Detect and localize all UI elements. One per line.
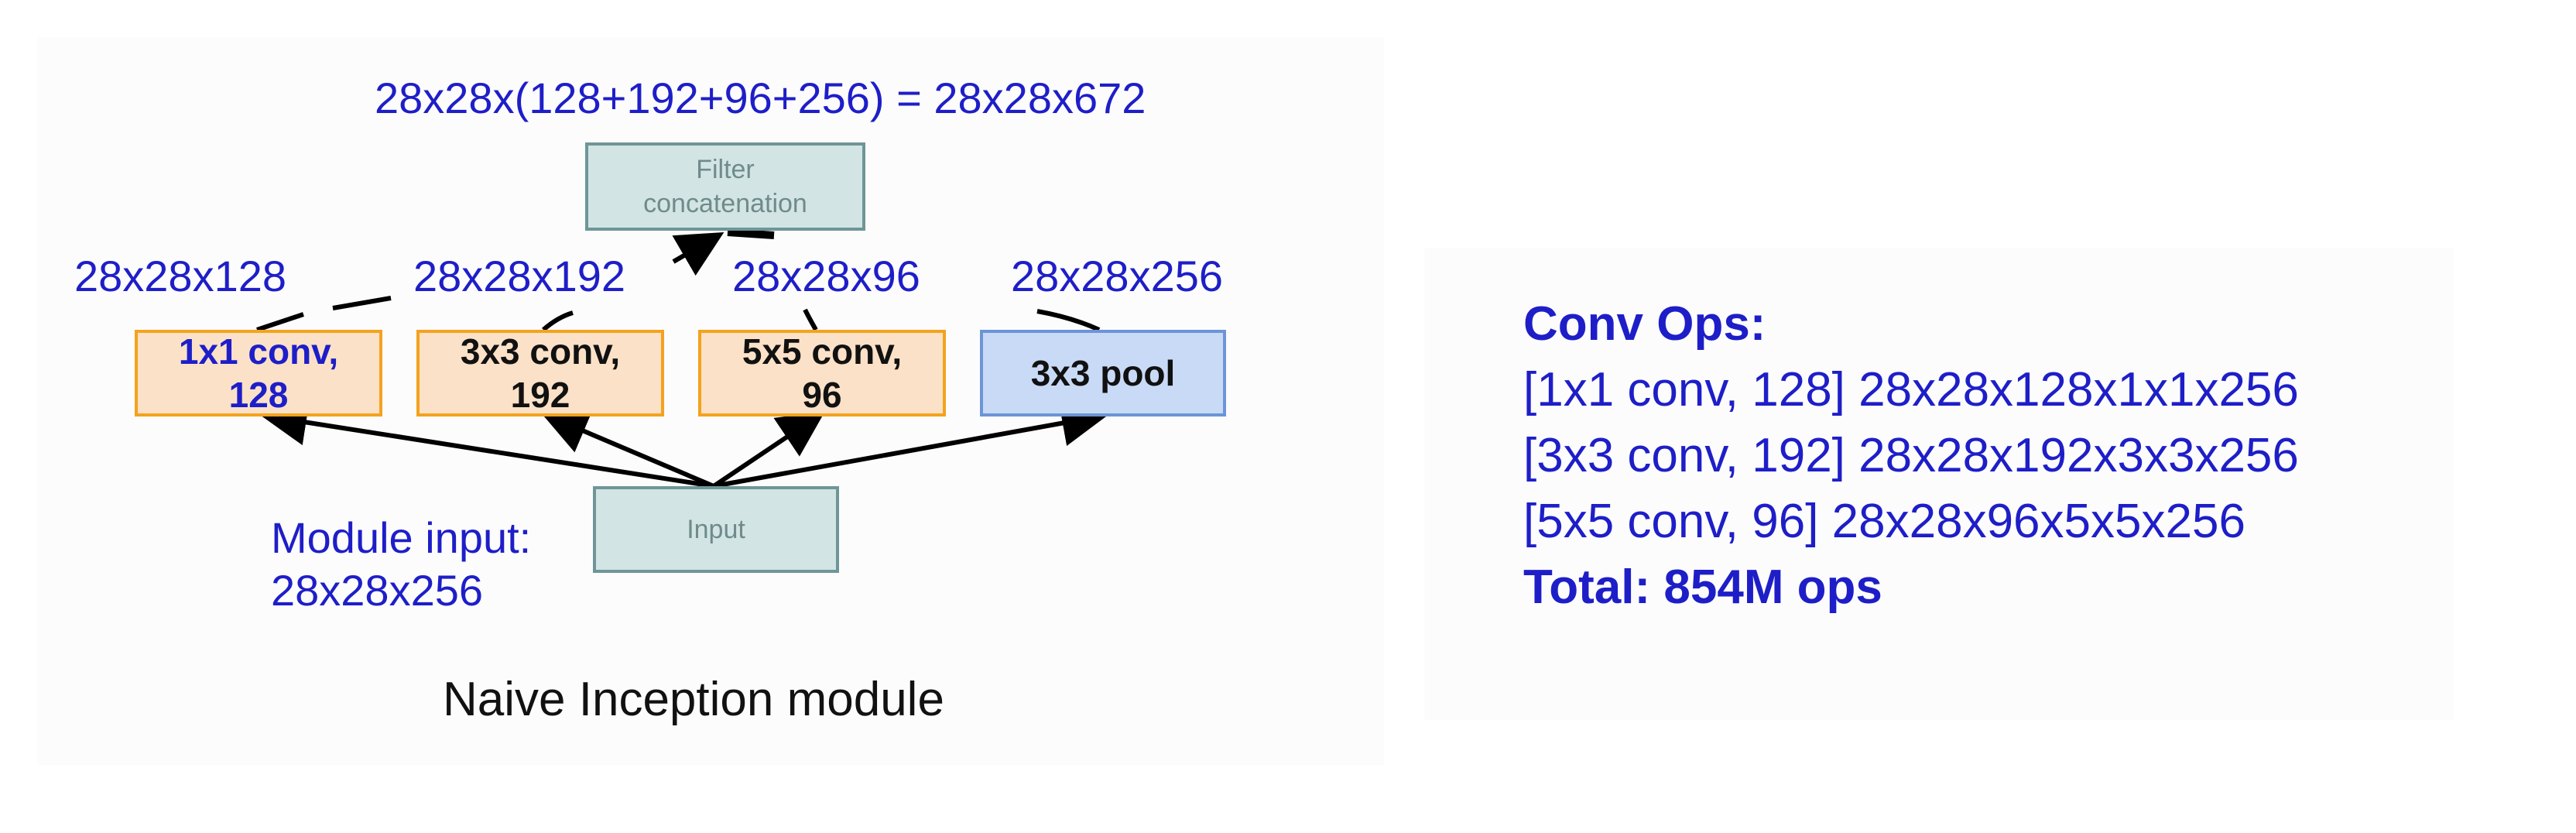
branch-output-pool: 28x28x256: [1011, 252, 1224, 300]
connector-5x5-to-concat: [803, 308, 818, 331]
conv-ops-title: Conv Ops:: [1523, 297, 1766, 351]
concat-junction-mark: [727, 228, 775, 239]
concat-formula: 28x28x(128+192+96+256) = 28x28x672: [375, 74, 1146, 122]
conv-ops-line-1x1: [1x1 conv, 128] 28x28x128x1x1x256: [1523, 363, 2299, 416]
connector-pool-to-concat: [1036, 309, 1101, 332]
arrow-into-concat: [672, 231, 724, 276]
branch-box-5x5-conv: 5x5 conv, 96: [698, 330, 946, 416]
arrow-input-to-1x1: [260, 399, 714, 488]
branch-output-1x1: 28x28x128: [74, 252, 287, 300]
module-input-shape: 28x28x256: [271, 566, 484, 615]
arrow-input-to-pool: [713, 400, 1108, 488]
branch-output-3x3: 28x28x192: [413, 252, 626, 300]
conv-ops-line-5x5: [5x5 conv, 96] 28x28x96x5x5x256: [1523, 495, 2245, 548]
conv-ops-list: Conv Ops: [1x1 conv, 128] 28x28x128x1x1x…: [1523, 291, 2299, 620]
conv-ops-total: Total: 854M ops: [1523, 560, 1882, 614]
conv-ops-line-3x3: [3x3 conv, 192] 28x28x192x3x3x256: [1523, 429, 2299, 482]
connector-3x3-to-concat: [542, 310, 574, 332]
filter-concatenation-box: Filter concatenation: [585, 142, 865, 231]
module-input-label: Module input:: [271, 513, 532, 562]
branch-output-5x5: 28x28x96: [732, 252, 920, 300]
connector-1x1-to-concat: [256, 296, 392, 332]
diagram-caption: Naive Inception module: [443, 673, 944, 726]
conv-ops-panel: [1424, 248, 2454, 720]
branch-box-3x3-pool: 3x3 pool: [980, 330, 1226, 416]
branch-box-1x1-conv: 1x1 conv, 128: [135, 330, 382, 416]
input-box: Input: [593, 486, 839, 573]
arrow-input-to-5x5: [712, 411, 825, 488]
branch-box-3x3-conv: 3x3 conv, 192: [416, 330, 664, 416]
arrow-input-to-3x3: [540, 410, 715, 488]
